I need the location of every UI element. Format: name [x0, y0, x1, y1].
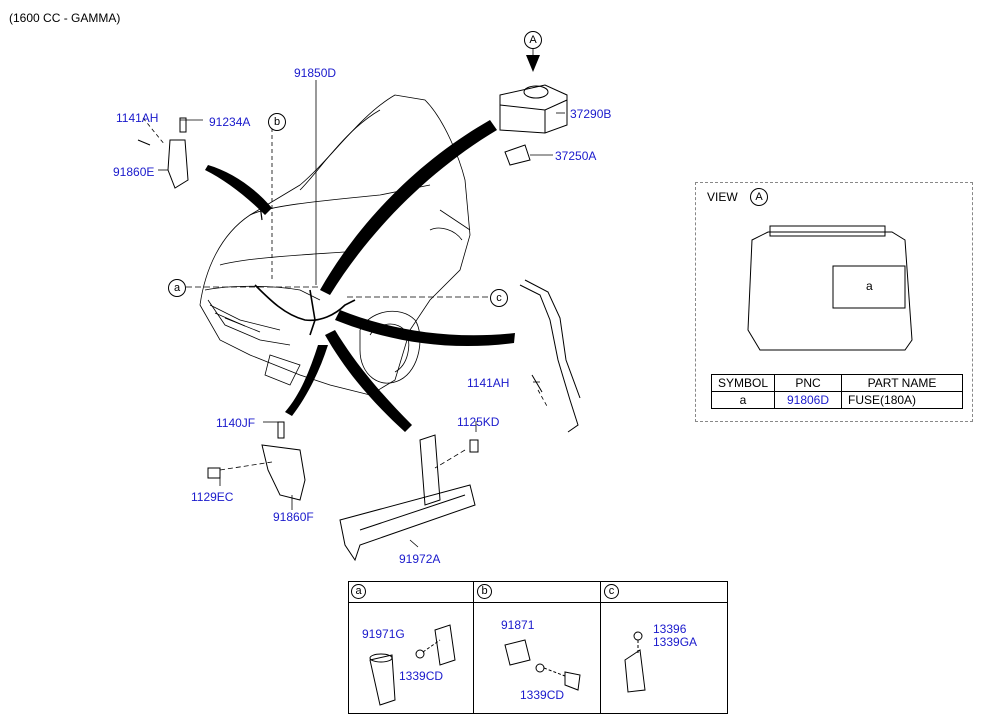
part-label-1339CD-b[interactable]: 1339CD	[520, 688, 565, 702]
part-label-1140JF[interactable]: 1140JF	[216, 416, 256, 430]
part-label-37250A[interactable]: 37250A	[555, 149, 597, 163]
part-label-1339CD-a[interactable]: 1339CD	[399, 669, 444, 683]
part-label-91234A[interactable]: 91234A	[209, 115, 251, 129]
part-label-1141AH-top[interactable]: 1141AH	[116, 111, 159, 125]
callout-b: b	[268, 113, 286, 131]
part-label-91860F[interactable]: 91860F	[273, 510, 314, 524]
view-a-panel	[695, 182, 973, 422]
callout-a: a	[168, 279, 186, 297]
row-symbol: a	[710, 391, 776, 409]
detail-table	[348, 581, 728, 714]
part-label-1339GA[interactable]: 1339GA	[653, 635, 698, 649]
detail-cell-c	[601, 582, 727, 713]
view-symbol: A	[750, 188, 768, 206]
part-label-91850D[interactable]: 91850D	[294, 66, 337, 80]
pnc-table: SYMBOL PNC PART NAME a 91806D FUSE(180A)	[710, 374, 964, 409]
part-label-91871[interactable]: 91871	[501, 618, 535, 632]
page-title: (1600 CC - GAMMA)	[9, 11, 121, 25]
detail-a-label: a	[351, 584, 366, 599]
detail-c-label: c	[604, 584, 619, 599]
header-symbol: SYMBOL	[710, 374, 776, 392]
part-label-1129EC[interactable]: 1129EC	[191, 490, 234, 504]
part-label-37290B[interactable]: 37290B	[570, 107, 612, 121]
detail-b-label: b	[477, 584, 492, 599]
part-label-13396[interactable]: 13396	[653, 622, 687, 636]
detail-cell-b	[474, 582, 601, 713]
header-part-name: PART NAME	[841, 374, 964, 392]
callout-c: c	[490, 289, 508, 307]
part-label-91972A[interactable]: 91972A	[399, 552, 441, 566]
view-label: VIEW	[707, 190, 738, 204]
part-label-91860E[interactable]: 91860E	[113, 165, 155, 179]
detail-cell-a	[349, 582, 474, 713]
part-label-1125KD[interactable]: 1125KD	[457, 415, 500, 429]
callout-A: A	[524, 31, 542, 49]
row-pnc[interactable]: 91806D	[774, 391, 843, 409]
header-pnc: PNC	[774, 374, 843, 392]
part-label-1141AH-right[interactable]: 1141AH	[467, 376, 510, 390]
part-label-91971G[interactable]: 91971G	[362, 627, 405, 641]
row-part-name: FUSE(180A)	[841, 391, 964, 409]
fuse-symbol-a: a	[866, 279, 873, 293]
